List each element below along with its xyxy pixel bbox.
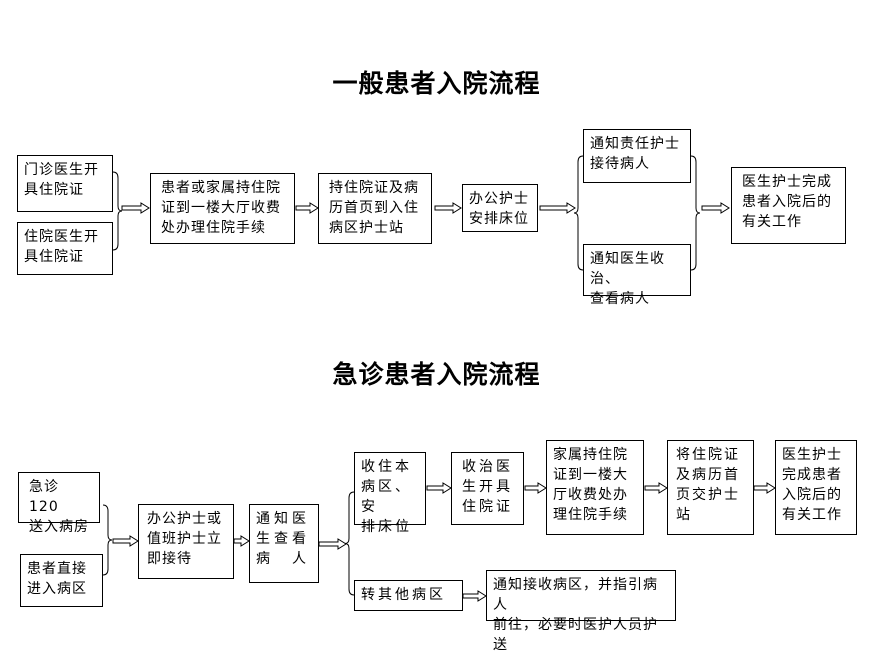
inpatient-doctor-box: 住院医生开 具住院证	[17, 222, 113, 275]
notify-doctor-box: 通知医生收治、 查看病人	[583, 244, 691, 307]
family-payment-box: 家属持住院 证到一楼大 厅收费处办 理住院手续	[546, 440, 644, 535]
notify-nurse-box: 通知责任护士 接待病人	[583, 129, 691, 183]
notify-receiving-ward-box: 通知接收病区，并指引病人 前往，必要时医护人员护送	[486, 570, 676, 653]
brace-icon	[102, 504, 113, 576]
nurse-station-box: 持住院证及病 历首页到入住 病区护士站	[318, 173, 432, 244]
arrow-icon	[524, 482, 547, 494]
complete-work-emergency-box: 医生护士 完成患者 入院后的 有关工作	[775, 440, 857, 535]
brace-icon	[344, 491, 355, 596]
emergency-title: 急诊患者入院流程	[332, 360, 541, 389]
arrow-icon	[295, 202, 319, 214]
admit-ward-box: 收住本 病区、安 排床位	[354, 452, 426, 535]
arrow-icon	[701, 202, 730, 214]
arrow-icon	[112, 535, 139, 547]
brace-icon	[573, 155, 584, 271]
arrow-icon	[426, 482, 452, 494]
notify-doctor-emergency-box: 通知医 生查看 病 人	[249, 504, 319, 583]
submit-records-box: 将住院证 及病历首 页交护士 站	[667, 440, 754, 535]
ambulance-box: 急诊 120 送入病房	[18, 472, 100, 535]
admission-cert-box: 收治医 生开具 住院证	[451, 452, 524, 525]
arrow-icon	[462, 590, 487, 602]
arrow-icon	[644, 482, 668, 494]
arrow-icon	[233, 535, 250, 547]
general-title: 一般患者入院流程	[332, 69, 541, 98]
arrow-icon	[434, 202, 462, 214]
brace-icon	[690, 155, 701, 271]
arrow-icon	[121, 202, 150, 214]
arrow-icon	[318, 538, 347, 550]
assign-bed-box: 办公护士 安排床位	[462, 184, 538, 232]
brace-icon	[112, 171, 123, 251]
arrow-icon	[539, 202, 576, 214]
reception-nurse-box: 办公护士或 值班护士立 即接待	[138, 504, 234, 579]
transfer-ward-box: 转其他病区	[354, 580, 463, 611]
complete-work-box: 医生护士完成 患者入院后的 有关工作	[731, 167, 846, 244]
outpatient-doctor-box: 门诊医生开 具住院证	[17, 155, 113, 212]
arrow-icon	[753, 482, 776, 494]
payment-box: 患者或家属持住院 证到一楼大厅收费 处办理住院手续	[150, 173, 295, 244]
walk-in-box: 患者直接 进入病区	[20, 554, 103, 607]
